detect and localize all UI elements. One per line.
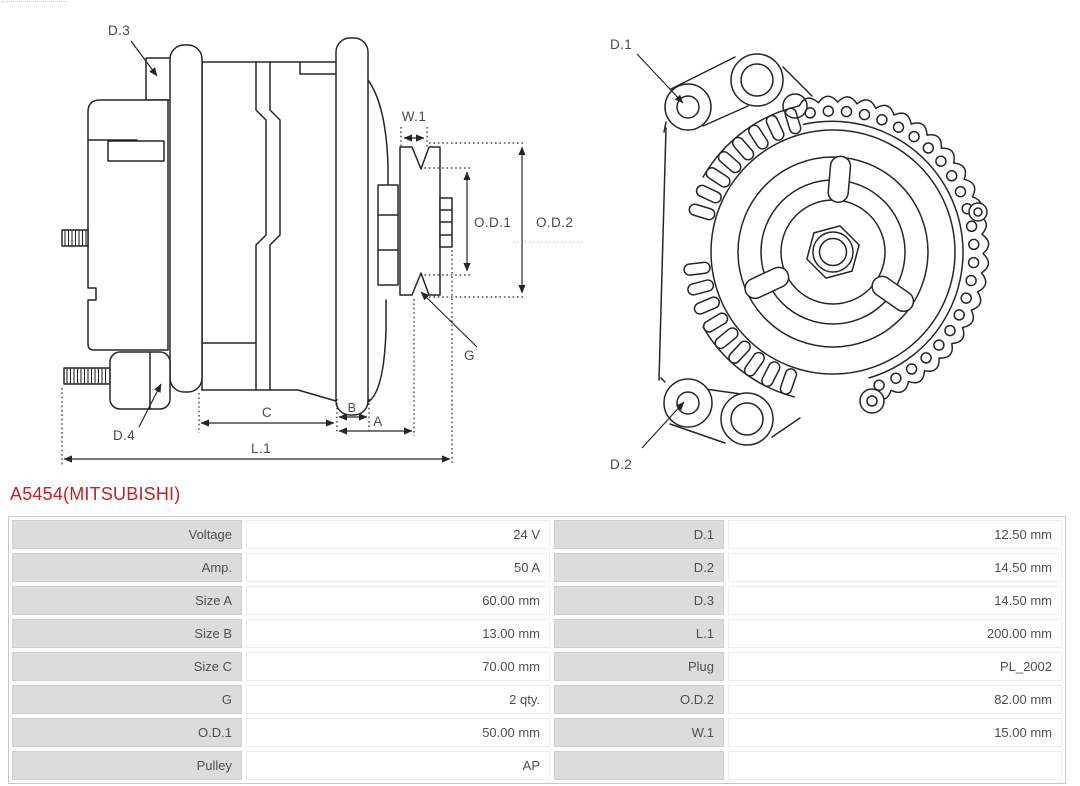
side-view-dimensions: D.3 D.4 W.1 O.D.1 O.D.2 G C B A L.1 xyxy=(61,23,583,465)
spec-label-size-a: Size A xyxy=(12,586,242,615)
alternator-drawing-svg: D.3 D.4 W.1 O.D.1 O.D.2 G C B A L.1 xyxy=(61,23,990,472)
spec-value-pulley: AP xyxy=(246,751,550,780)
spec-value-d2: 14.50 mm xyxy=(728,553,1062,582)
dimension-label-d3: D.3 xyxy=(108,23,130,38)
spec-value-amp: 50 A xyxy=(246,553,550,582)
spec-label-size-b: Size B xyxy=(12,619,242,648)
spec-value-d1: 12.50 mm xyxy=(728,520,1062,549)
front-view-dimensions: D.1 D.2 xyxy=(610,37,685,472)
spec-label-d1: D.1 xyxy=(554,520,724,549)
spec-value-w1: 15.00 mm xyxy=(728,718,1062,747)
dimension-label-od2: O.D.2 xyxy=(536,215,573,230)
dimension-label-d1: D.1 xyxy=(610,37,632,52)
spec-value-plug: PL_2002 xyxy=(728,652,1062,681)
dimension-label-d4: D.4 xyxy=(113,428,135,443)
spec-label-amp: Amp. xyxy=(12,553,242,582)
dimension-label-l1: L.1 xyxy=(251,441,271,456)
spec-label-pulley: Pulley xyxy=(12,751,242,780)
technical-drawings: D.3 D.4 W.1 O.D.1 O.D.2 G C B A L.1 xyxy=(61,23,990,472)
spec-table: Voltage 24 V D.1 12.50 mm Amp. 50 A D.2 … xyxy=(8,516,1066,784)
spec-value-g: 2 qty. xyxy=(246,685,550,714)
spec-label-d3: D.3 xyxy=(554,586,724,615)
spec-value-size-a: 60.00 mm xyxy=(246,586,550,615)
spec-value-size-c: 70.00 mm xyxy=(246,652,550,681)
spec-value-voltage: 24 V xyxy=(246,520,550,549)
dimension-label-a: A xyxy=(373,414,382,429)
spec-label-l1: L.1 xyxy=(554,619,724,648)
page-title: A5454(MITSUBISHI) xyxy=(10,484,181,504)
spec-label-od1: O.D.1 xyxy=(12,718,242,747)
dimension-label-od1: O.D.1 xyxy=(474,215,511,230)
dimension-label-g: G xyxy=(464,348,475,363)
spec-label-d2: D.2 xyxy=(554,553,724,582)
spec-label-voltage: Voltage xyxy=(12,520,242,549)
dimension-label-d2: D.2 xyxy=(610,457,632,472)
spec-label-g: G xyxy=(12,685,242,714)
dimension-label-c: C xyxy=(262,405,272,420)
spec-value-empty xyxy=(728,751,1062,780)
spec-label-empty xyxy=(554,751,724,780)
spec-value-od1: 50.00 mm xyxy=(246,718,550,747)
dimension-label-b: B xyxy=(348,401,357,415)
spec-label-plug: Plug xyxy=(554,652,724,681)
corner-artifact xyxy=(2,1,68,5)
spec-value-size-b: 13.00 mm xyxy=(246,619,550,648)
spec-value-l1: 200.00 mm xyxy=(728,619,1062,648)
side-view-drawing xyxy=(61,37,453,416)
spec-value-d3: 14.50 mm xyxy=(728,586,1062,615)
spec-value-od2: 82.00 mm xyxy=(728,685,1062,714)
dimension-label-w1: W.1 xyxy=(402,109,426,124)
spec-label-od2: O.D.2 xyxy=(554,685,724,714)
front-view-drawing xyxy=(658,53,990,446)
spec-label-w1: W.1 xyxy=(554,718,724,747)
spec-label-size-c: Size C xyxy=(12,652,242,681)
